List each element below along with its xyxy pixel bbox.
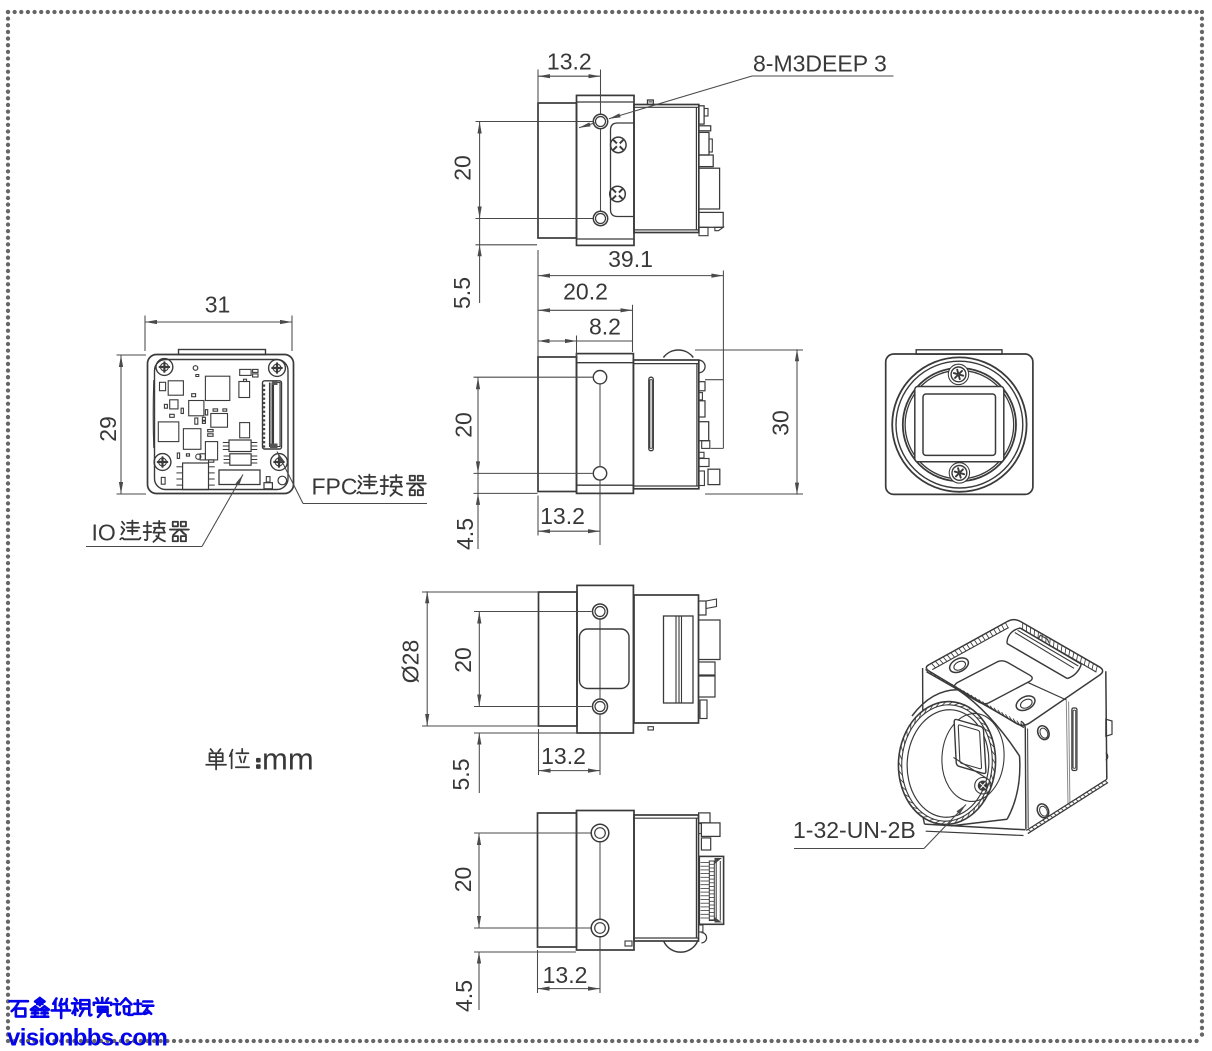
svg-text:39.1: 39.1 (608, 246, 653, 272)
svg-text:20.2: 20.2 (563, 279, 608, 305)
svg-text:31: 31 (205, 292, 231, 318)
svg-text:mm: mm (262, 742, 314, 777)
svg-text:IO: IO (92, 520, 116, 546)
svg-text:4.5: 4.5 (451, 980, 477, 1012)
svg-text:8-M3DEEP 3: 8-M3DEEP 3 (753, 51, 887, 77)
svg-text:20: 20 (450, 867, 476, 893)
svg-text:13.2: 13.2 (541, 743, 586, 769)
svg-text:5.5: 5.5 (449, 277, 475, 309)
svg-text:8.2: 8.2 (589, 314, 621, 340)
svg-text:4.5: 4.5 (452, 518, 478, 550)
svg-text:29: 29 (95, 416, 121, 442)
svg-text:FPC: FPC (312, 474, 358, 500)
svg-text:30: 30 (768, 410, 794, 436)
svg-text:20: 20 (451, 412, 477, 438)
svg-text:20: 20 (449, 155, 475, 181)
svg-text:visionbbs.com: visionbbs.com (7, 1025, 167, 1051)
svg-text:1-32-UN-2B: 1-32-UN-2B (793, 817, 916, 843)
svg-text:13.2: 13.2 (547, 49, 592, 75)
svg-text:13.2: 13.2 (543, 962, 588, 988)
svg-text:20: 20 (450, 647, 476, 673)
svg-text:Ø28: Ø28 (398, 640, 424, 683)
svg-text:13.2: 13.2 (540, 503, 585, 529)
svg-text:5.5: 5.5 (448, 759, 474, 791)
